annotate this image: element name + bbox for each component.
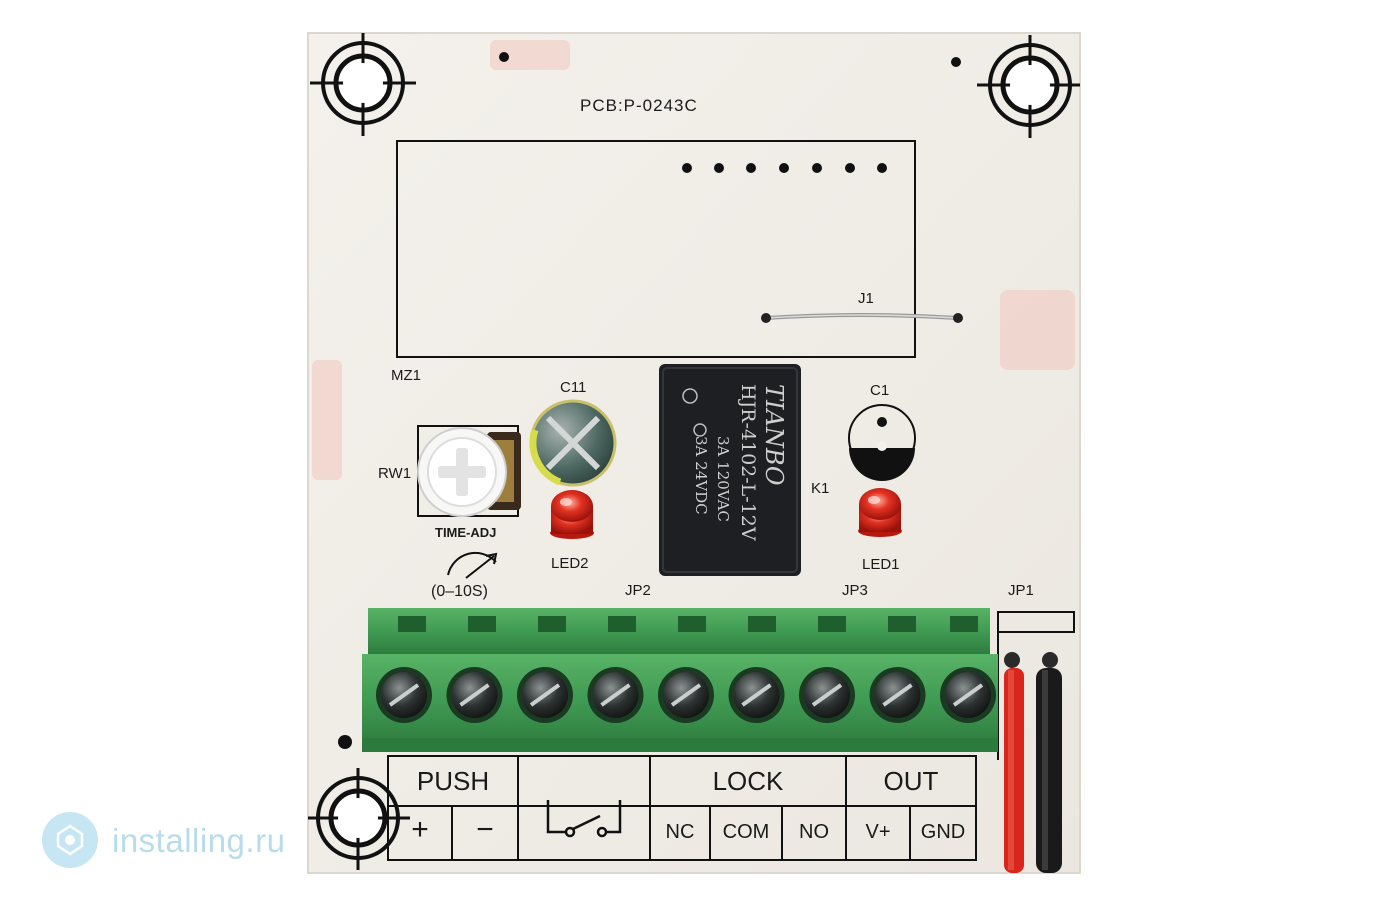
terminal-screw xyxy=(587,667,644,723)
label-jp3: JP3 xyxy=(842,582,868,599)
terminal-screw xyxy=(446,667,503,723)
watermark-logo-icon xyxy=(42,812,98,868)
cell-no: NO xyxy=(799,821,829,843)
watermark-text: installing.ru xyxy=(112,822,286,859)
terminal-screws xyxy=(376,667,996,723)
cell-plus: + xyxy=(411,813,429,846)
label-k1: K1 xyxy=(811,480,830,497)
label-rw1: RW1 xyxy=(378,465,412,482)
terminal-label-table xyxy=(387,755,977,861)
mounting-hole-top-right xyxy=(977,35,1080,138)
wires xyxy=(1004,652,1062,873)
terminal-screw xyxy=(799,667,855,723)
terminal-screw xyxy=(869,667,926,723)
led1 xyxy=(858,488,902,537)
label-c11: C11 xyxy=(560,379,587,396)
watermark: installing.ru xyxy=(22,806,302,876)
terminal-screw xyxy=(376,667,432,723)
label-led2: LED2 xyxy=(551,555,589,572)
label-c1: C1 xyxy=(870,382,890,399)
relay-brand: TIANBO xyxy=(760,384,788,486)
label-jp1: JP1 xyxy=(1008,582,1034,599)
group-push-label: PUSH xyxy=(416,766,490,796)
terminal-screw xyxy=(517,667,573,723)
terminal-screw xyxy=(728,667,785,723)
group-lock-label: LOCK xyxy=(712,766,784,796)
group-out-label: OUT xyxy=(883,766,939,796)
cell-minus: − xyxy=(476,813,494,846)
switch-symbol xyxy=(546,800,622,838)
relay-model: HJR-4102-L-12V xyxy=(737,384,759,541)
terminal-screw xyxy=(940,667,996,723)
led2 xyxy=(550,490,594,539)
rw1-potentiometer xyxy=(417,425,521,517)
j1-jumper-wire xyxy=(761,313,963,323)
c1-footprint xyxy=(848,404,916,481)
label-j1: J1 xyxy=(858,290,874,307)
mounting-hole-bottom-left xyxy=(308,768,410,870)
label-time-range: (0–10S) xyxy=(431,583,488,600)
label-time-adj: TIME-ADJ xyxy=(435,525,497,540)
cell-nc: NC xyxy=(665,821,695,843)
c11-capacitor xyxy=(529,399,617,487)
mz1-outline xyxy=(396,140,916,358)
relay-rating-dc: 3A 24VDC xyxy=(692,436,710,515)
mounting-hole-top-left xyxy=(310,33,416,136)
vias xyxy=(338,52,961,749)
pcb-label: PCB:P-0243C xyxy=(580,96,698,115)
label-led1: LED1 xyxy=(862,556,900,573)
cell-gnd: GND xyxy=(920,821,966,843)
cell-v-plus: V+ xyxy=(865,821,891,843)
cell-com: COM xyxy=(722,821,770,843)
label-jp2: JP2 xyxy=(625,582,651,599)
terminal-screw xyxy=(658,667,714,723)
k1-relay xyxy=(659,364,801,576)
relay-rating-ac: 3A 120VAC xyxy=(714,436,732,522)
time-adjust-dial xyxy=(447,551,498,579)
label-mz1: MZ1 xyxy=(391,367,421,384)
